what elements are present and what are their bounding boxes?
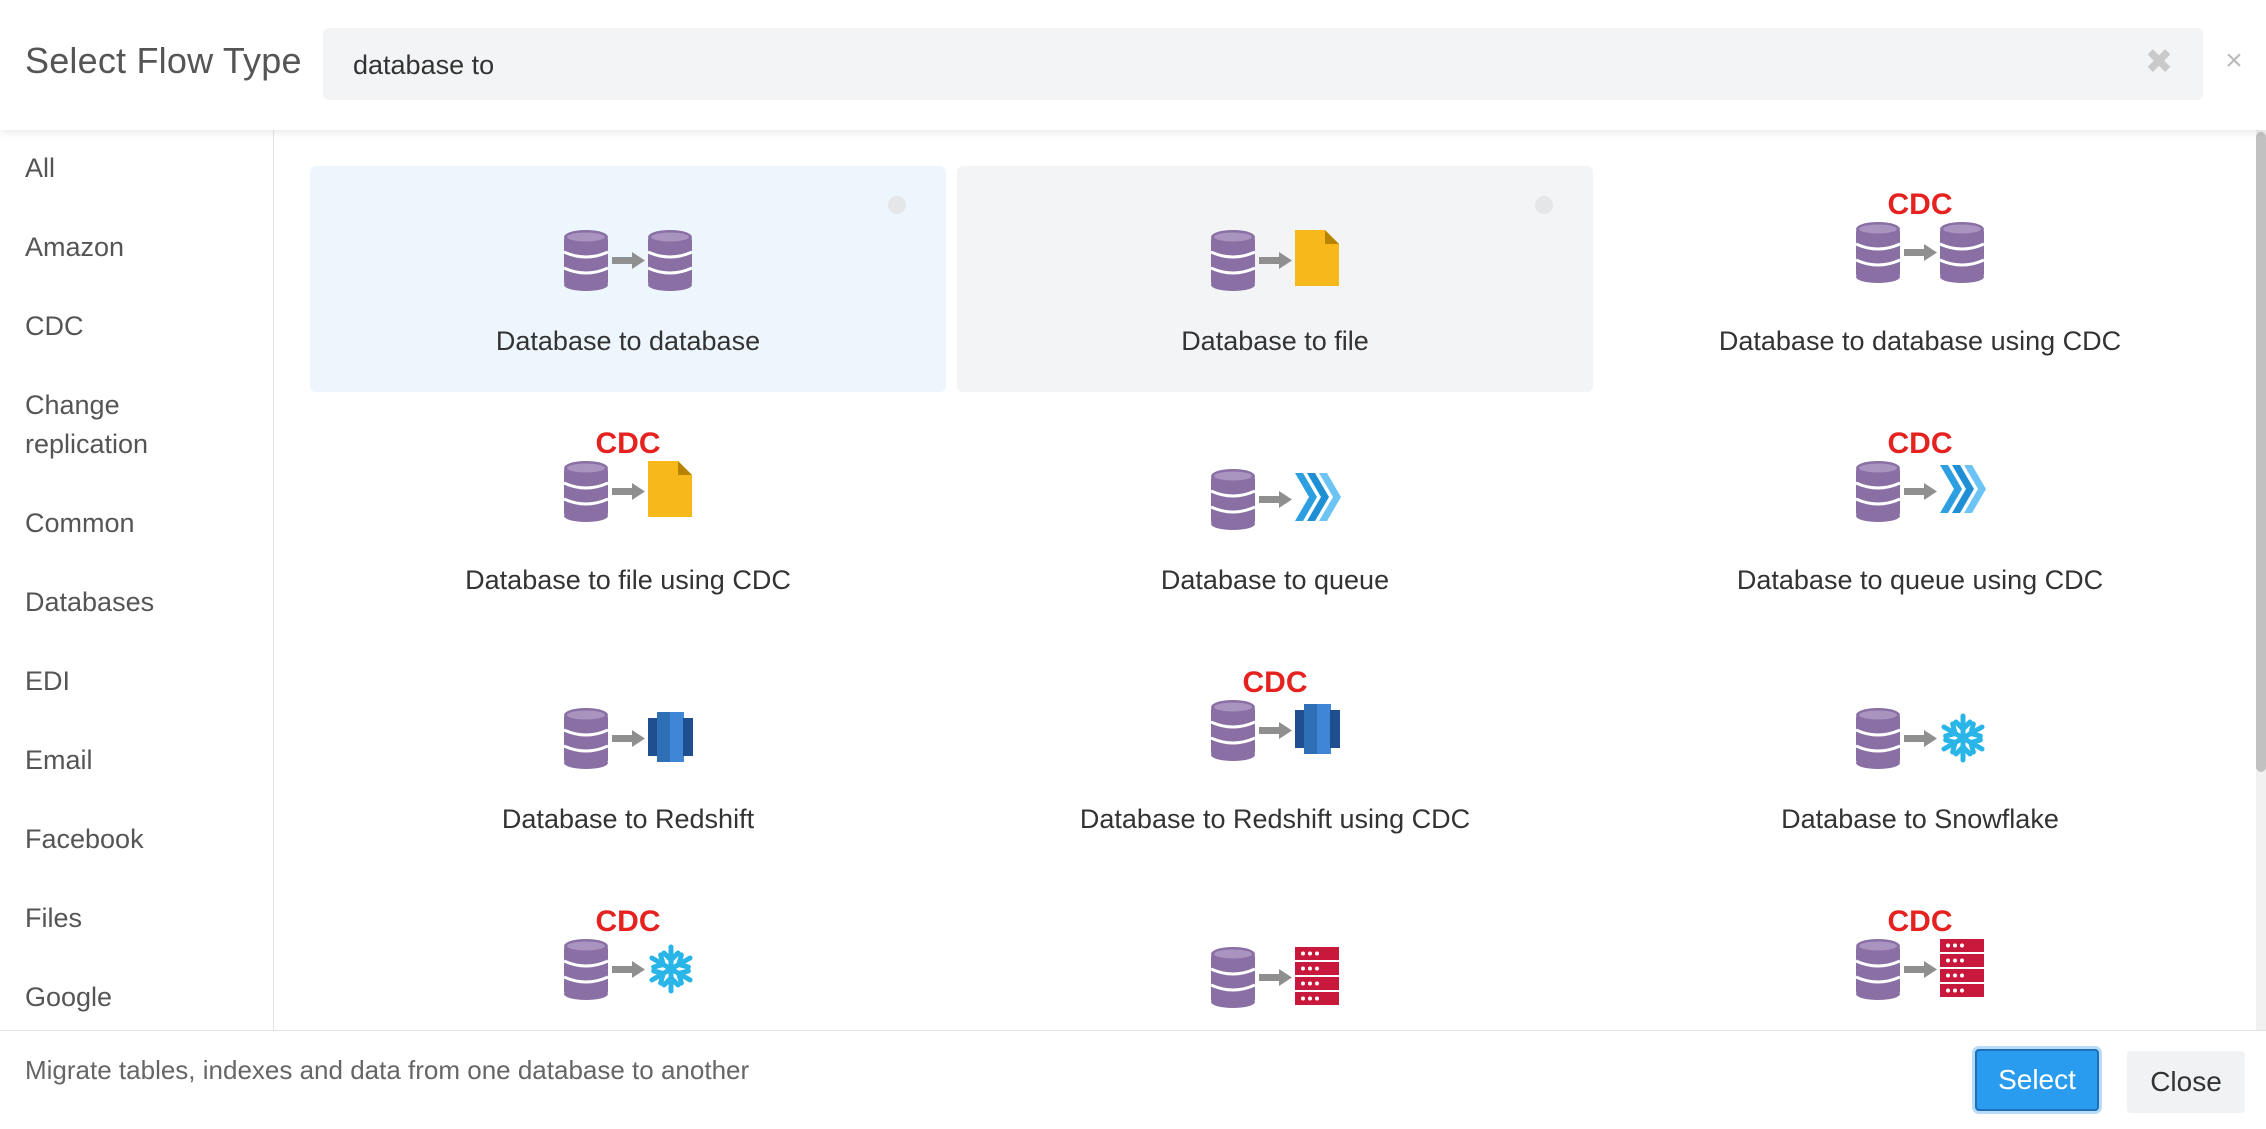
flow-icon: CDC [1209,668,1341,767]
flow-label: Database to queue using CDC [1736,565,2104,595]
dialog-footer: Migrate tables, indexes and data from on… [0,1030,2266,1129]
flow-card[interactable]: CDC [1602,883,2238,1030]
flow-card[interactable]: CDC Database to file using CDC [310,405,946,631]
flow-icon [1209,228,1341,297]
file-flow-icon [563,461,692,522]
sidebar-item-cdc[interactable]: CDC [25,311,84,341]
flow-card[interactable]: CDC [310,883,946,1030]
flow-icon: CDC [1854,190,1986,289]
flow-card[interactable]: Database to queue [957,405,1593,631]
flow-label: Database to file using CDC [465,565,791,595]
sidebar-item-databases[interactable]: Databases [25,587,155,617]
database-flow-icon [1855,222,1985,283]
cdc-badge: CDC [1242,666,1308,699]
flow-icon [562,706,694,775]
flow-card[interactable]: CDC Database to Redshift using CDC [957,644,1593,870]
clear-search-icon[interactable]: ✖ [2144,43,2174,81]
flow-card[interactable]: Database to Redshift [310,644,946,870]
flow-icon [1209,945,1341,1014]
snowflake-flow-icon [1855,708,1985,769]
cdc-badge: CDC [1887,427,1953,460]
flow-icon [562,228,694,297]
flow-card[interactable]: Database to file [957,166,1593,392]
snowflake-flow-icon [563,939,693,1000]
sidebar-item-amazon[interactable]: Amazon [25,232,125,262]
flow-card[interactable]: Database to database [310,166,946,392]
flow-icon: CDC [1854,907,1986,1006]
close-dialog-icon[interactable]: × [2225,44,2243,77]
favorite-dot-icon[interactable] [888,196,906,214]
sidebar-item-email[interactable]: Email [25,745,93,775]
cdc-badge: CDC [595,427,661,460]
dialog-title: Select Flow Type [25,40,302,81]
category-sidebar: All Amazon CDC Change replication Common… [0,130,274,1030]
grid-scrollbar[interactable] [2256,130,2266,1030]
search-input[interactable] [351,28,2135,102]
close-button[interactable]: Close [2127,1051,2245,1113]
flow-label: Database to queue [1160,565,1390,595]
flow-label: Database to Snowflake [1781,804,2059,834]
queue-flow-icon [1210,469,1341,530]
queue-flow-icon [1855,461,1986,522]
flow-description: Migrate tables, indexes and data from on… [25,1055,750,1085]
flow-label: Database to Redshift [501,804,755,834]
flow-card[interactable]: CDC Database to queue using CDC [1602,405,2238,631]
search-box[interactable]: ✖ [323,28,2203,102]
redshift-flow-icon [1210,700,1340,761]
flow-icon: CDC [562,907,694,1006]
flow-card[interactable] [957,883,1593,1030]
flow-icon [1209,467,1341,536]
flow-label: Database to file [1181,326,1369,356]
select-button[interactable]: Select [1975,1049,2099,1111]
flow-icon: CDC [562,429,694,528]
sidebar-item-change-replication[interactable]: Change replication [25,390,149,459]
flow-card[interactable]: CDC Database to database using CDC [1602,166,2238,392]
flow-label: Database to Redshift using CDC [1079,804,1471,834]
dialog-header: Select Flow Type ✖ × [0,0,2266,130]
database-flow-icon [563,230,693,291]
flow-label: Database to database using CDC [1718,326,2122,356]
flow-icon: CDC [1854,429,1986,528]
flow-card[interactable]: Database to Snowflake [1602,644,2238,870]
sidebar-item-edi[interactable]: EDI [25,666,71,696]
sidebar-item-google[interactable]: Google [25,982,113,1012]
sidebar-item-common[interactable]: Common [25,508,135,538]
server-flow-icon [1855,939,1984,1000]
sidebar-item-facebook[interactable]: Facebook [25,824,144,854]
sidebar-item-files[interactable]: Files [25,903,83,933]
favorite-dot-icon[interactable] [1535,196,1553,214]
flow-icon [1854,706,1986,775]
cdc-badge: CDC [1887,188,1953,221]
sidebar-item-all[interactable]: All [25,153,56,183]
redshift-flow-icon [563,708,693,769]
server-flow-icon [1210,947,1339,1008]
scrollbar-thumb[interactable] [2256,132,2266,772]
cdc-badge: CDC [1887,905,1953,938]
cdc-badge: CDC [595,905,661,938]
file-flow-icon [1210,230,1339,291]
flow-label: Database to database [495,326,761,356]
